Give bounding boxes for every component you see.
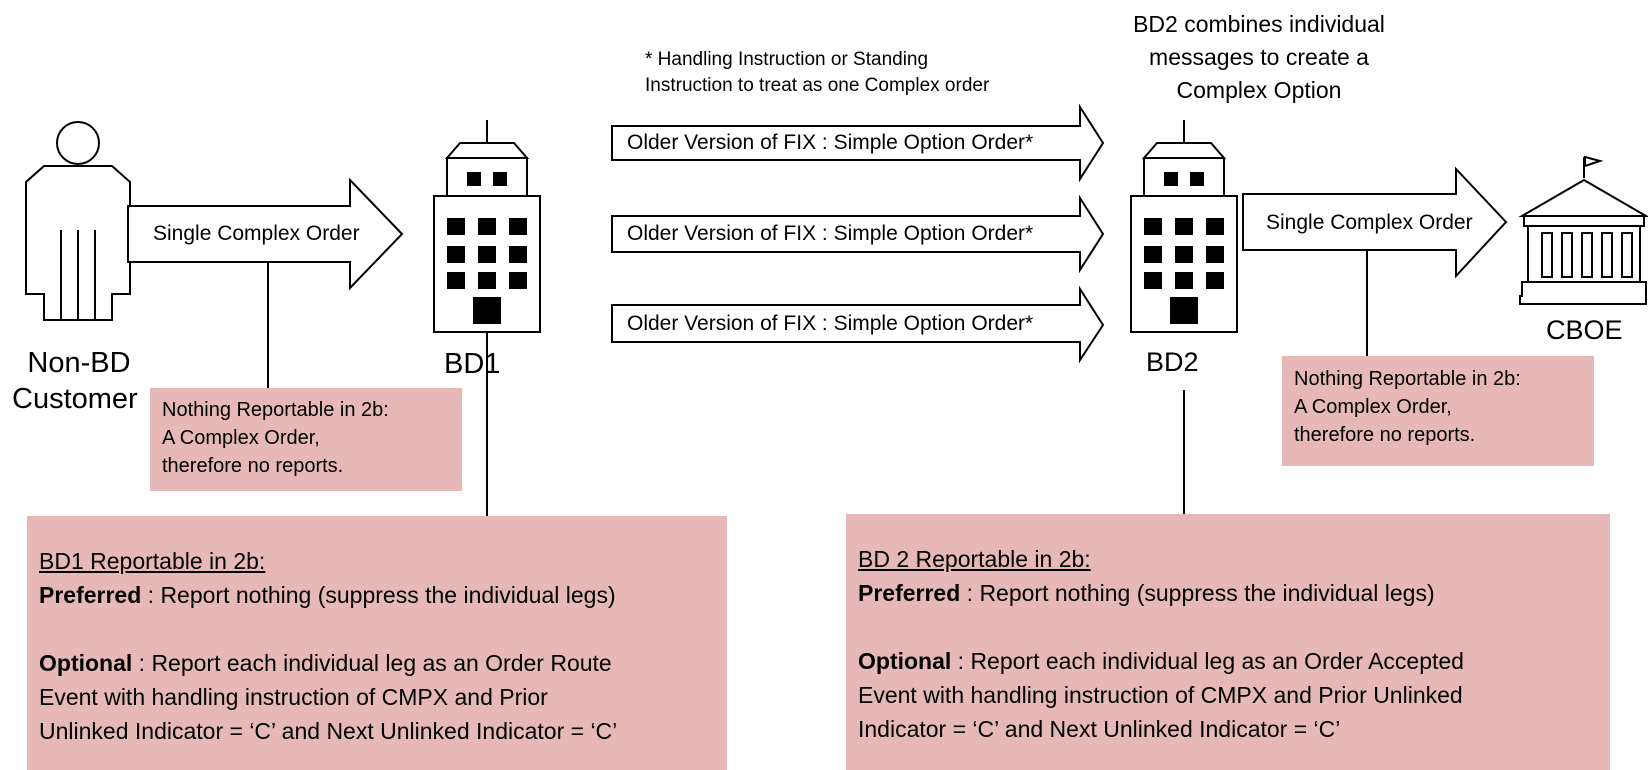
bd1-label: BD1 (444, 348, 501, 380)
bd2-optional-line: Event with handling instruction of CMPX … (858, 682, 1463, 708)
arrow-label-customer-to-bd1: Single Complex Order (153, 222, 360, 245)
fix-arrow-1 (611, 103, 1105, 183)
arrow-label-bd2-to-cboe: Single Complex Order (1266, 211, 1473, 234)
fix-arrow-3 (611, 285, 1105, 364)
note-title: Nothing Reportable in 2b: (1294, 368, 1521, 390)
note-line: therefore no reports. (1294, 424, 1476, 446)
nothing-reportable-left: Nothing Reportable in 2b: A Complex Orde… (150, 388, 462, 491)
fix-arrow-2 (611, 194, 1105, 274)
note-line: therefore no reports. (162, 455, 344, 477)
bd2-building-icon (1130, 120, 1238, 333)
bd2-optional: Optional : Report each individual leg as… (858, 648, 1464, 674)
bd2-preferred: Preferred : Report nothing (suppress the… (858, 580, 1435, 606)
fix-arrow-label-2: Older Version of FIX : Simple Option Ord… (627, 222, 1034, 245)
nothing-reportable-right: Nothing Reportable in 2b: A Complex Orde… (1282, 356, 1594, 466)
person-icon (25, 121, 131, 321)
customer-label: Non-BD Customer (12, 347, 138, 415)
cboe-label: CBOE (1546, 315, 1623, 345)
note-title: Nothing Reportable in 2b: (162, 399, 389, 421)
exchange-building-icon (1518, 155, 1648, 305)
bd2-combine-note: BD2 combines individual messages to crea… (1133, 11, 1385, 103)
fix-arrow-label-1: Older Version of FIX : Simple Option Ord… (627, 131, 1034, 154)
bd1-building-icon (433, 120, 541, 333)
bd2-optional-line: Indicator = ‘C’ and Next Unlinked Indica… (858, 716, 1341, 742)
bd1-heading: BD1 Reportable in 2b: (39, 548, 266, 574)
bd2-heading: BD 2 Reportable in 2b: (858, 546, 1091, 572)
bd1-optional: Optional : Report each individual leg as… (39, 650, 612, 676)
note-line: A Complex Order, (1294, 396, 1452, 418)
fix-arrows (611, 103, 1105, 364)
bd1-optional-line: Event with handling instruction of CMPX … (39, 684, 548, 710)
bd1-optional-line: Unlinked Indicator = ‘C’ and Next Unlink… (39, 718, 618, 744)
fix-arrow-label-3: Older Version of FIX : Simple Option Ord… (627, 312, 1034, 335)
bd1-preferred: Preferred : Report nothing (suppress the… (39, 582, 616, 608)
footnote: * Handling Instruction or Standing Instr… (645, 49, 990, 96)
note-line: A Complex Order, (162, 427, 320, 449)
arrow-customer-to-bd1 (127, 177, 404, 291)
bd2-reportable-box: BD 2 Reportable in 2b: Preferred : Repor… (846, 514, 1610, 770)
bd2-label: BD2 (1146, 347, 1199, 377)
bd1-reportable-box: BD1 Reportable in 2b: Preferred : Report… (27, 516, 727, 770)
connector-lines (267, 250, 1368, 518)
arrow-bd2-to-cboe (1242, 166, 1508, 279)
